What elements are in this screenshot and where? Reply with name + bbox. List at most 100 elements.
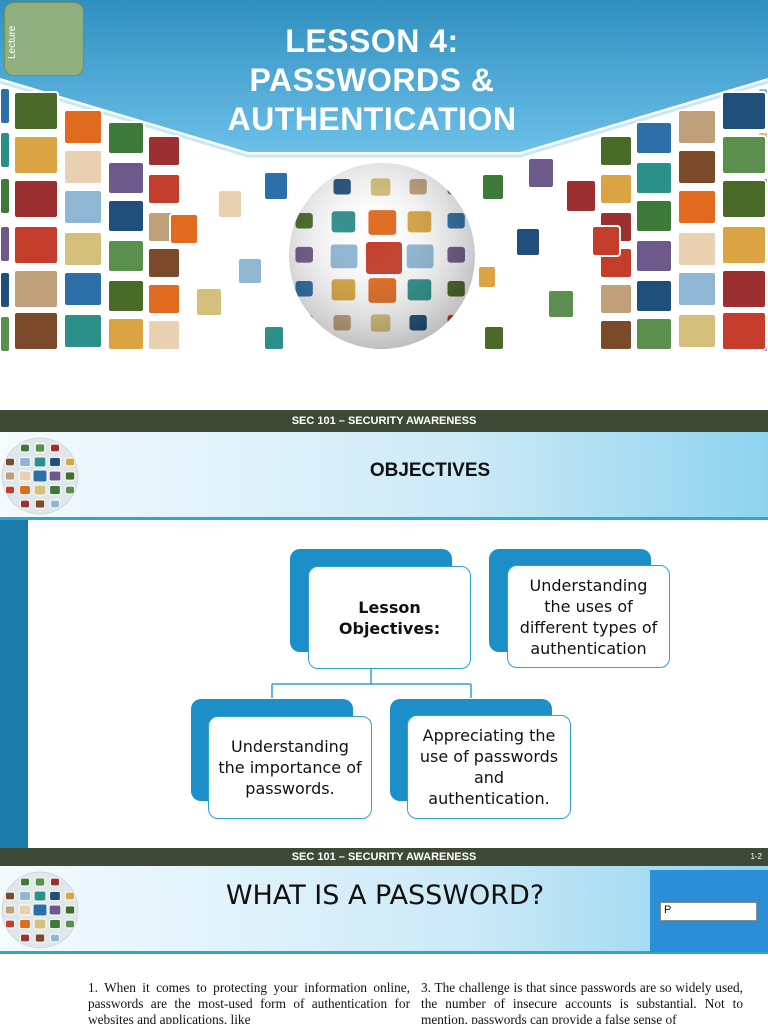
collage-photo-tile (63, 271, 103, 307)
mini-globe-tile (49, 918, 61, 930)
mini-globe-tile (50, 499, 60, 509)
collage-photo-tile (13, 179, 59, 219)
collage-photo-tile (107, 199, 145, 233)
globe-logo-icon (1, 871, 79, 949)
mini-globe-tile (34, 443, 46, 453)
globe-photo-tile (407, 346, 429, 349)
mini-globe-tile (50, 443, 60, 453)
paragraph-column-1: 1. When it comes to protecting your info… (88, 980, 410, 1024)
collage-photo-tile (0, 177, 11, 215)
collage-photo-tile (147, 135, 181, 167)
collage-photo-tile (515, 227, 541, 257)
collage-photo-tile (63, 313, 103, 349)
mini-globe-tile (65, 457, 75, 467)
password-slide: WHAT IS A PASSWORD? P 1. When it comes t… (0, 866, 768, 1024)
globe-photo-tile (409, 144, 428, 162)
mini-globe-tile (49, 456, 61, 468)
title-slide: Lecture LESSON 4: PASSWORDS & AUTHENTICA… (0, 0, 768, 410)
collage-photo-tile (63, 109, 103, 145)
mini-globe-tile (20, 877, 30, 887)
lesson-title: LESSON 4: PASSWORDS & AUTHENTICATION (170, 22, 574, 139)
mini-globe-tile (19, 456, 31, 468)
collage-photo-tile (13, 311, 59, 351)
collage-photo-tile (263, 325, 285, 351)
collage-photo-tile (599, 135, 633, 167)
objective-appreciating-box: Appreciating the use of passwords and au… (407, 715, 571, 819)
globe-photo-tile (371, 144, 390, 162)
mini-globe-tile (49, 890, 61, 902)
collage-photo-tile (107, 239, 145, 273)
collage-photo-tile (13, 135, 59, 175)
collage-photo-tile (677, 109, 717, 145)
collage-photo-tile (635, 161, 673, 195)
mini-globe-tile (33, 890, 47, 902)
slide2-footer: SEC 101 – SECURITY AWARENESS 1-2 (0, 848, 768, 866)
collage-photo-tile (195, 287, 223, 317)
objective-types-box: Understanding the uses of different type… (507, 565, 670, 668)
globe-photo-tile (333, 144, 352, 162)
collage-photo-tile (63, 231, 103, 267)
collage-photo-tile (0, 87, 11, 125)
mini-globe-tile (5, 485, 15, 495)
collage-photo-tile (635, 121, 673, 155)
collage-photo-tile (721, 269, 767, 309)
collage-photo-tile (677, 149, 717, 185)
collage-photo-tile (263, 171, 289, 201)
title-banner (0, 0, 768, 158)
collage-photo-tile (13, 269, 59, 309)
mini-globe-tile (64, 905, 76, 915)
collage-photo-tile (565, 179, 597, 213)
password-input[interactable]: P (660, 902, 757, 921)
collage-photo-tile (217, 189, 243, 219)
lesson-objectives-box: Lesson Objectives: (308, 566, 471, 669)
collage-photo-tile (63, 189, 103, 225)
collage-photo-tile (527, 157, 555, 189)
mini-globe-tile (4, 905, 16, 915)
mini-globe-tile (50, 877, 60, 887)
lecture-tab[interactable]: Lecture (4, 2, 84, 76)
mini-globe-tile (18, 904, 32, 916)
mini-globe-tile (34, 933, 46, 943)
collage-photo-tile (635, 199, 673, 233)
collage-photo-tile (635, 279, 673, 313)
mini-globe-tile (19, 890, 31, 902)
mini-globe-tile (5, 457, 15, 467)
mini-globe-tile (48, 904, 62, 916)
globe-photo-tile (331, 346, 353, 349)
title-line-2: PASSWORDS & (249, 62, 495, 98)
mini-globe-tile (64, 471, 76, 481)
collage-photo-tile (147, 319, 181, 351)
connector-lines (271, 668, 472, 698)
left-accent-bar (0, 520, 28, 848)
collage-photo-tile (547, 289, 575, 319)
collage-photo-tile (107, 161, 145, 195)
title-line-1: LESSON 4: (285, 23, 459, 59)
password-header (0, 866, 768, 954)
collage-photo-tile (677, 231, 717, 267)
globe-photo-tile (293, 176, 315, 197)
mini-globe-tile (65, 919, 75, 929)
mini-globe-tile (33, 918, 47, 930)
slide-number: 1-2 (750, 852, 762, 861)
collage-photo-tile (481, 173, 505, 201)
collage-photo-tile (107, 279, 145, 313)
globe-logo-icon (1, 437, 79, 515)
collage-photo-tile (13, 91, 59, 131)
collage-photo-tile (0, 131, 11, 169)
paragraph-column-2: 3. The challenge is that since passwords… (421, 980, 743, 1024)
mini-globe-tile (20, 933, 30, 943)
objectives-header (0, 432, 768, 520)
collage-photo-tile (721, 311, 767, 351)
collage-photo-tile (677, 313, 717, 349)
slide2-footer-text: SEC 101 – SECURITY AWARENESS (291, 851, 477, 863)
mini-globe-tile (20, 499, 30, 509)
objectives-slide: OBJECTIVES Lesson Objectives: Understand… (0, 432, 768, 848)
collage-photo-tile (147, 173, 181, 205)
mini-globe-tile (32, 469, 48, 483)
mini-globe-tile (49, 484, 61, 496)
collage-photo-tile (599, 319, 633, 351)
mini-globe-tile (32, 903, 48, 917)
collage-photo-tile (635, 317, 673, 351)
collage-photo-tile (721, 179, 767, 219)
mini-globe-tile (20, 443, 30, 453)
